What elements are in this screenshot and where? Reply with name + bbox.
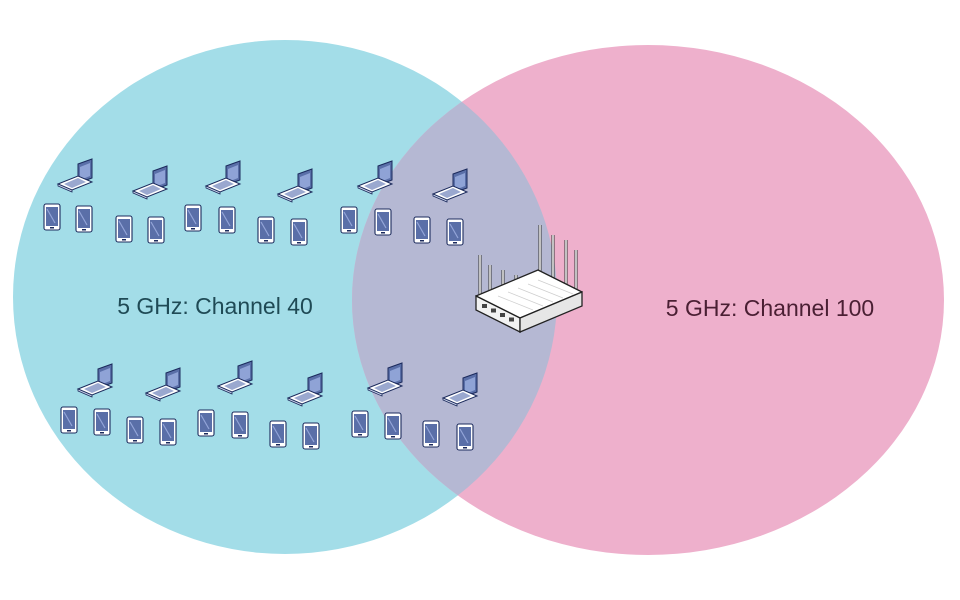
laptop-icon — [276, 168, 314, 203]
phone-icon — [184, 204, 202, 232]
phone-icon — [422, 420, 440, 448]
laptop-icon — [56, 158, 94, 193]
laptop-icon — [76, 363, 114, 398]
phone-icon — [197, 409, 215, 437]
phone-icon — [43, 203, 61, 231]
phone-icon — [75, 205, 93, 233]
channel-40-label: 5 GHz: Channel 40 — [117, 293, 313, 319]
phone-icon — [60, 406, 78, 434]
lower-client-row — [60, 360, 479, 451]
phone-icon — [147, 216, 165, 244]
wireless-access-point-icon — [475, 225, 583, 334]
phone-icon — [351, 410, 369, 438]
phone-icon — [290, 218, 308, 246]
phone-icon — [374, 208, 392, 236]
laptop-icon — [431, 168, 469, 203]
phone-icon — [159, 418, 177, 446]
phone-icon — [218, 206, 236, 234]
channel-100-label: 5 GHz: Channel 100 — [666, 295, 874, 321]
phone-icon — [340, 206, 358, 234]
phone-icon — [269, 420, 287, 448]
phone-icon — [413, 216, 431, 244]
upper-client-row — [43, 158, 469, 246]
phone-icon — [302, 422, 320, 450]
laptop-icon — [131, 165, 169, 200]
phone-icon — [93, 408, 111, 436]
laptop-icon — [144, 367, 182, 402]
laptop-icon — [356, 160, 394, 195]
laptop-icon — [204, 160, 242, 195]
laptop-icon — [366, 362, 404, 397]
laptop-icon — [441, 372, 479, 407]
laptop-icon — [286, 372, 324, 407]
phone-icon — [231, 411, 249, 439]
phone-icon — [446, 218, 464, 246]
phone-icon — [456, 423, 474, 451]
phone-icon — [257, 216, 275, 244]
phone-icon — [384, 412, 402, 440]
phone-icon — [126, 416, 144, 444]
phone-icon — [115, 215, 133, 243]
overlap-zone — [352, 45, 557, 554]
laptop-icon — [216, 360, 254, 395]
